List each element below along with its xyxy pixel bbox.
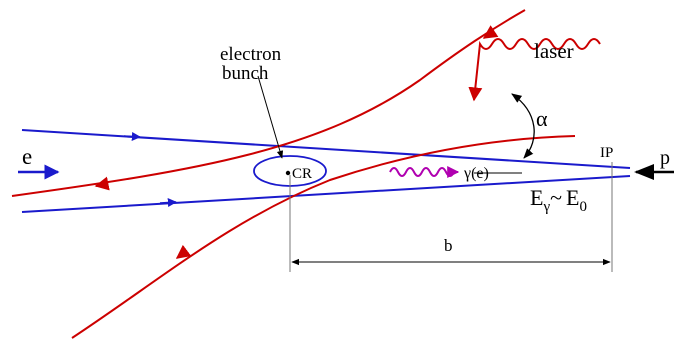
cr-label: CR xyxy=(292,166,312,182)
electron-bunch-pointer xyxy=(257,75,284,159)
upper-beam-direction-arrow xyxy=(123,132,141,141)
photon-wave xyxy=(389,166,460,178)
upper-trajectory-arrow-b xyxy=(94,176,110,191)
cr-point xyxy=(285,170,291,176)
laser-label: laser xyxy=(534,39,574,63)
electron-bunch-label-line1: electron xyxy=(220,44,282,65)
ip-label: IP xyxy=(600,145,613,161)
proton-beam-label: p xyxy=(660,147,670,169)
lower-beam-direction-arrow xyxy=(159,198,177,207)
lower-trajectory-arrow xyxy=(175,244,192,259)
photon-label: γ(e) xyxy=(463,165,489,182)
lower-beam-line xyxy=(21,175,631,213)
alpha-angle-arc xyxy=(511,93,535,159)
energy-relation-label: Eγ~E0 xyxy=(530,185,587,215)
alpha-label: α xyxy=(536,106,548,131)
upper-trajectory-arrow-a xyxy=(482,25,499,39)
upper-beam-line xyxy=(21,129,631,169)
electron-beam-label: e xyxy=(22,144,32,169)
laser-wave xyxy=(468,38,601,102)
lower-electron-trajectory xyxy=(71,135,576,339)
upper-electron-trajectory xyxy=(11,9,526,197)
distance-b-label: b xyxy=(444,236,453,255)
electron-bunch-label-line2: bunch xyxy=(222,63,269,84)
